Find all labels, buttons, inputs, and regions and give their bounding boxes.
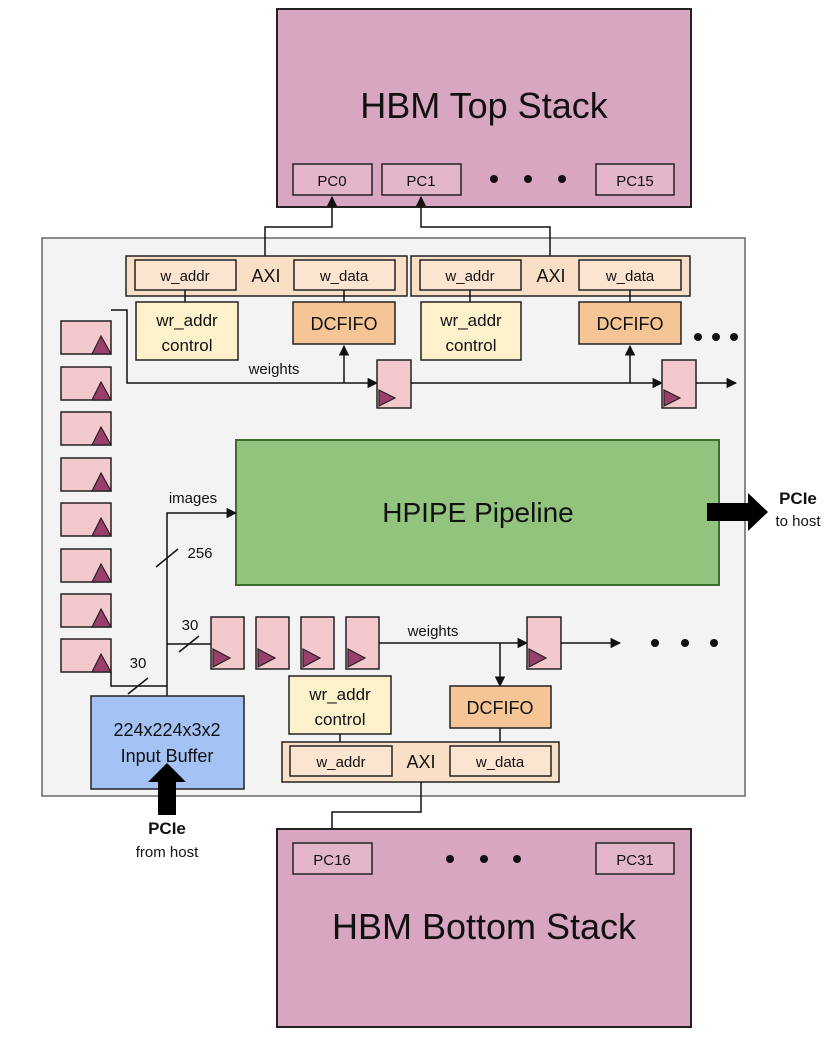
w-addr-port xyxy=(134,259,237,291)
hpipe-pipeline xyxy=(235,439,720,586)
input-buffer-line1: 224x224x3x2 xyxy=(113,720,220,740)
ellipsis-dot xyxy=(490,175,498,183)
pcie-to-host-label: PCIe xyxy=(779,489,817,508)
dcfifo-label: DCFIFO xyxy=(311,314,378,334)
pc1-label: PC1 xyxy=(406,173,435,190)
hpipe-pipeline-label: HPIPE Pipeline xyxy=(382,497,573,528)
weights-label-bottom: weights xyxy=(407,623,459,640)
bus-width-tick xyxy=(155,548,179,568)
ellipsis-dot xyxy=(558,175,566,183)
dcfifo-bottom xyxy=(449,685,552,729)
clock-triangle xyxy=(91,652,113,673)
clock-triangle xyxy=(91,607,113,628)
w-data-label: w_data xyxy=(319,268,369,285)
pc31-label: PC31 xyxy=(616,852,654,869)
wr-addr-control-line1: wr_addr xyxy=(155,311,218,330)
buffer-to-chain-wire xyxy=(110,672,167,687)
wr-addr-control-line2: control xyxy=(314,710,365,729)
ellipsis-dot xyxy=(513,855,521,863)
ellipsis-dot xyxy=(651,639,659,647)
pcie-to-host-sub: to host xyxy=(775,513,821,530)
pc1-box xyxy=(381,163,462,196)
w-data-label: w_data xyxy=(605,268,655,285)
pc31-box xyxy=(595,842,675,875)
wr-addr-control-line1: wr_addr xyxy=(308,685,371,704)
dcfifo-top-1 xyxy=(292,301,396,345)
clock-triangle xyxy=(91,334,113,355)
pcie-from-host-arrow xyxy=(148,763,186,815)
clock-triangle xyxy=(302,648,322,668)
pc15-box xyxy=(595,163,675,196)
w-addr-label: w_addr xyxy=(315,754,365,771)
clock-triangle xyxy=(91,425,113,446)
weights-label-top: weights xyxy=(248,361,300,378)
ellipsis-dot xyxy=(712,333,720,341)
bus-width-30-left: 30 xyxy=(130,655,147,672)
axi2-to-pc1-wire xyxy=(415,195,551,256)
ellipsis-dot xyxy=(446,855,454,863)
clock-triangle xyxy=(91,516,113,537)
clock-triangle xyxy=(347,648,367,668)
pc15-label: PC15 xyxy=(616,173,654,190)
ellipsis-dot xyxy=(681,639,689,647)
dcfifo-label: DCFIFO xyxy=(467,698,534,718)
wr-addr-control-bottom xyxy=(288,675,392,735)
axi1-to-pc0-wire xyxy=(264,195,338,256)
axi-label: AXI xyxy=(251,266,280,286)
wr-addr-control-line2: control xyxy=(161,336,212,355)
axi-to-pc16-wire xyxy=(326,782,422,845)
w-addr-label: w_addr xyxy=(444,268,494,285)
pc0-label: PC0 xyxy=(317,173,346,190)
images-bus xyxy=(166,507,238,696)
ellipsis-dot xyxy=(730,333,738,341)
w-data-port xyxy=(449,745,552,777)
pc16-label: PC16 xyxy=(313,852,351,869)
pc16-box xyxy=(292,842,373,875)
clock-triangle xyxy=(528,648,548,668)
hbm-top-stack-title: HBM Top Stack xyxy=(360,85,608,126)
ellipsis-dot xyxy=(524,175,532,183)
bus-width-256: 256 xyxy=(187,545,212,562)
wr-addr-control-line2: control xyxy=(445,336,496,355)
clock-triangle xyxy=(257,648,277,668)
input-register-chain xyxy=(60,320,113,673)
dcfifo-label: DCFIFO xyxy=(597,314,664,334)
ellipsis-dot xyxy=(694,333,702,341)
pcie-from-host-label: PCIe xyxy=(148,819,186,838)
wr-addr-control-top-1 xyxy=(135,301,239,361)
clock-triangle xyxy=(212,648,232,668)
wr-addr-control-top-2 xyxy=(420,301,522,361)
pc0-box xyxy=(292,163,373,196)
w-addr-label: w_addr xyxy=(159,268,209,285)
w-addr-port xyxy=(289,745,393,777)
clock-triangle xyxy=(91,380,113,401)
clock-triangle xyxy=(378,389,397,407)
input-buffer xyxy=(90,695,245,790)
pcie-to-host-arrow xyxy=(707,493,768,531)
weights-bus-top xyxy=(111,309,379,389)
bus-width-tick xyxy=(178,635,200,653)
images-label: images xyxy=(169,490,217,507)
clock-triangle xyxy=(91,562,113,583)
w-data-label: w_data xyxy=(475,754,525,771)
clock-triangle xyxy=(91,471,113,492)
axi-label: AXI xyxy=(406,752,435,772)
axi-label: AXI xyxy=(536,266,565,286)
bottom-register-chain xyxy=(210,616,380,670)
clock-triangle xyxy=(663,389,682,407)
pcie-from-host-sub: from host xyxy=(136,844,199,861)
bus-width-30: 30 xyxy=(182,617,199,634)
bus-width-tick xyxy=(127,677,149,695)
input-buffer-line2: Input Buffer xyxy=(121,746,214,766)
wr-addr-control-line1: wr_addr xyxy=(439,311,502,330)
dcfifo-top-2 xyxy=(578,301,682,345)
ellipsis-dot xyxy=(710,639,718,647)
hbm-bottom-stack-title: HBM Bottom Stack xyxy=(332,906,637,947)
ellipsis-dot xyxy=(480,855,488,863)
